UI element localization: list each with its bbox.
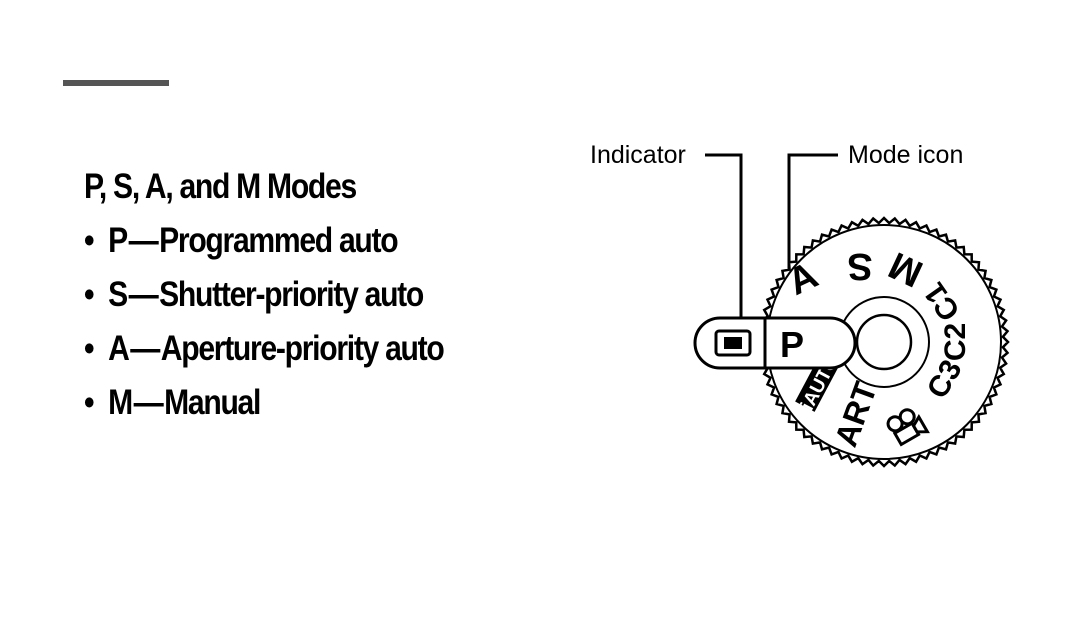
mode-icon-label: Mode icon [848, 141, 963, 169]
selected-mode-icon: P [780, 324, 804, 365]
indicator-mark [724, 337, 742, 349]
dial-mode-c2: C2 [939, 323, 972, 361]
dial-mode-s: S [847, 245, 872, 287]
indicator-leader-line [705, 155, 741, 333]
dial-center-button [857, 315, 911, 369]
indicator-label: Indicator [590, 141, 686, 169]
